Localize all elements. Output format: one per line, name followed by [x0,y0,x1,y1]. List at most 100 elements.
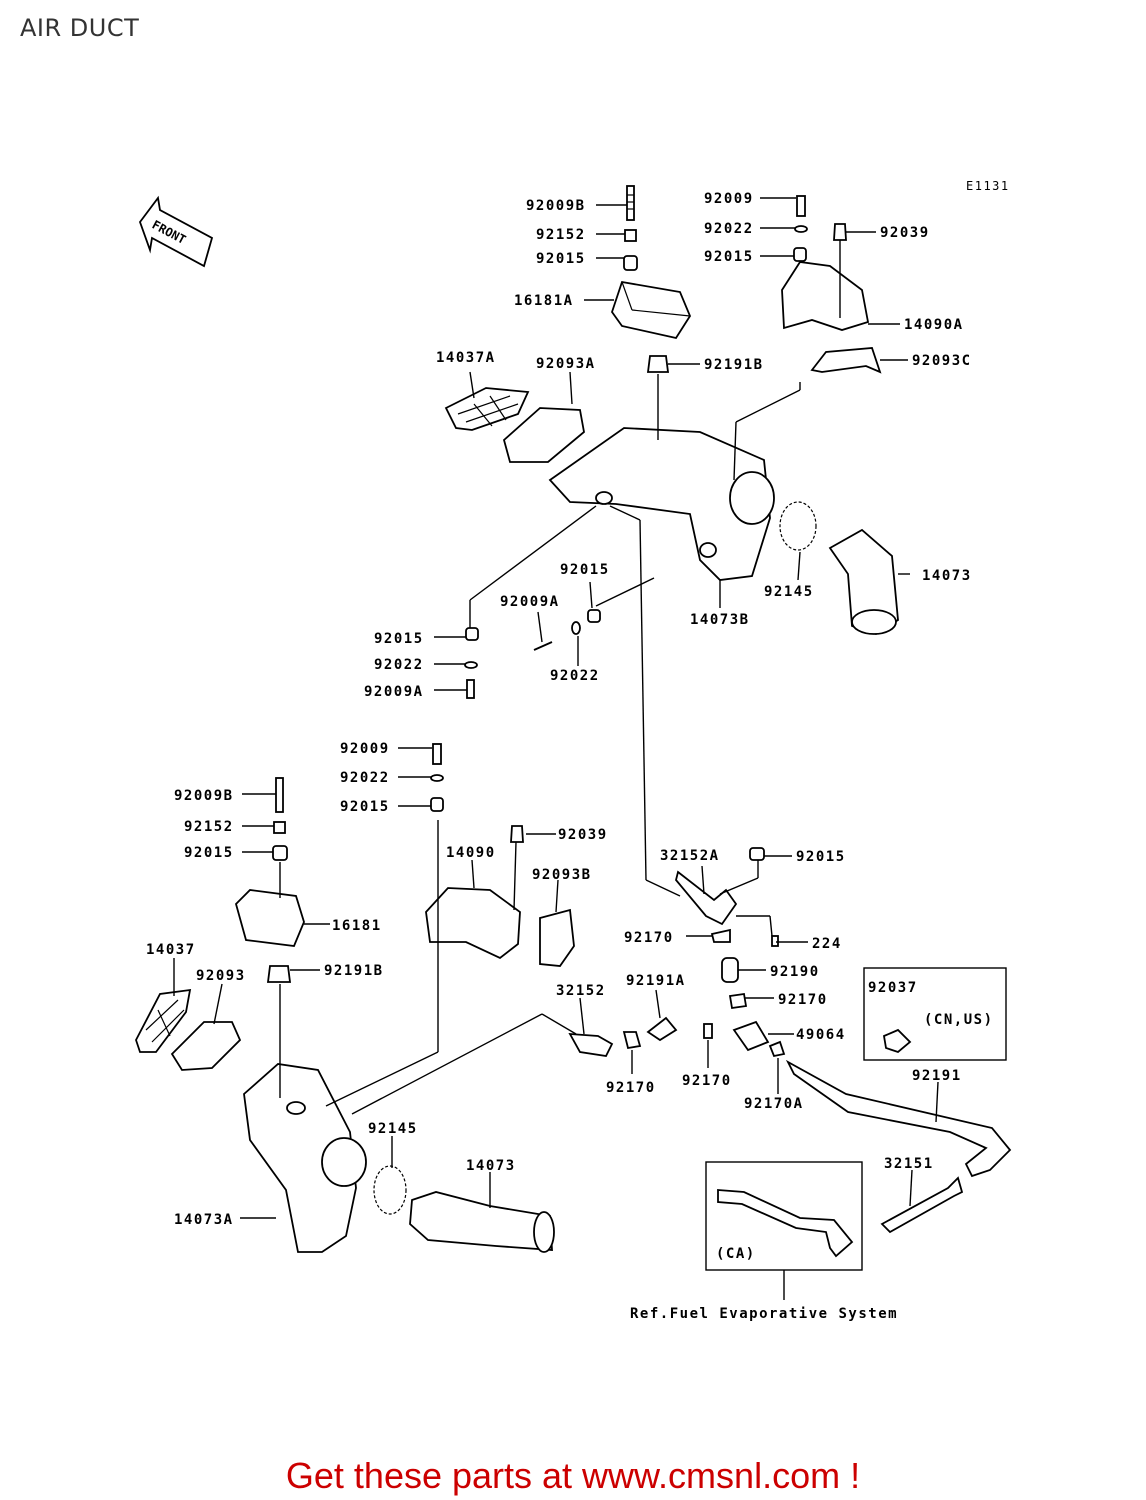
callout-92015-bl[interactable]: 92015 [340,799,390,815]
callout-92191b-bl[interactable]: 92191B [324,963,384,979]
grommet-92191b-top-icon[interactable] [646,355,670,373]
callout-14090a[interactable]: 14090A [904,317,964,333]
callout-32152[interactable]: 32152 [556,983,606,999]
callout-92009b-top[interactable]: 92009B [526,198,586,214]
seal-92093c-icon[interactable] [810,347,882,374]
callout-92022-mid[interactable]: 92022 [550,668,600,684]
callout-92009-tr[interactable]: 92009 [704,191,754,207]
callout-92170a[interactable]: 92170A [744,1096,804,1112]
cover-16181-icon[interactable] [234,889,305,947]
callout-49064[interactable]: 49064 [796,1027,846,1043]
hose-92191a-icon[interactable] [646,1016,678,1042]
bolt-92009-bl-icon[interactable] [432,743,442,765]
callout-92015-tr[interactable]: 92015 [704,249,754,265]
callout-14037[interactable]: 14037 [146,942,196,958]
bolt-92009b-top-icon[interactable] [626,185,635,221]
callout-92093b[interactable]: 92093B [532,867,592,883]
nut-92039-bl-icon[interactable] [510,825,524,843]
callout-92191[interactable]: 92191 [912,1068,962,1084]
callout-16181a[interactable]: 16181A [514,293,574,309]
oring-92145-bl-icon[interactable] [373,1165,407,1215]
screw-224-icon[interactable] [771,935,779,947]
bolt-92009-tr-icon[interactable] [796,195,806,217]
filter-14037a-icon[interactable] [444,387,530,431]
cover-16181a-icon[interactable] [611,280,692,340]
callout-92170-a[interactable]: 92170 [624,930,674,946]
callout-92093c[interactable]: 92093C [912,353,972,369]
callout-16181[interactable]: 16181 [332,918,382,934]
hose-92191-icon[interactable] [785,1059,1012,1178]
seal-92093-icon[interactable] [170,1021,242,1071]
pipe-32152a-icon[interactable] [675,870,738,926]
callout-92037[interactable]: 92037 [868,980,918,996]
nut-92039-tr-icon[interactable] [833,223,847,241]
hose-14073-bl-icon[interactable] [409,1191,553,1251]
callout-92190[interactable]: 92190 [770,964,820,980]
grommet-92015-bl2-icon[interactable] [272,845,288,861]
washer-92022-tr-icon[interactable] [794,225,808,233]
callout-92191a[interactable]: 92191A [626,973,686,989]
cover-14090a-icon[interactable] [781,261,870,331]
callout-14073a[interactable]: 14073A [174,1212,234,1228]
footer-promo[interactable]: Get these parts at www.cmsnl.com ! [285,1455,861,1496]
callout-92009a-mid[interactable]: 92009A [500,594,560,610]
callout-92145-top[interactable]: 92145 [764,584,814,600]
clamp-92170a-icon[interactable] [768,1040,786,1058]
callout-92039-tr[interactable]: 92039 [880,225,930,241]
clamp-92170-c-icon[interactable] [622,1031,642,1050]
callout-92191b-top[interactable]: 92191B [704,357,764,373]
grommet-92015-left-icon[interactable] [465,627,479,641]
washer-92022-mid-icon[interactable] [571,621,581,635]
callout-92093[interactable]: 92093 [196,968,246,984]
bolt-92009a-left-icon[interactable] [466,679,475,699]
pipe-32151-icon[interactable] [880,1176,964,1234]
cover-14090-icon[interactable] [425,887,521,960]
grommet-92015-top-icon[interactable] [623,255,638,271]
grommet-92015-bl-icon[interactable] [430,797,444,812]
grommet-92015-mid-icon[interactable] [587,609,601,623]
callout-92009-bl[interactable]: 92009 [340,741,390,757]
callout-14073b[interactable]: 14073B [690,612,750,628]
seal-92093b-icon[interactable] [539,908,575,967]
collar-92152-top-icon[interactable] [624,229,637,242]
callout-92170-d[interactable]: 92170 [682,1073,732,1089]
callout-92152-bl[interactable]: 92152 [184,819,234,835]
callout-92009b-bl[interactable]: 92009B [174,788,234,804]
collar-92152-bl-icon[interactable] [273,821,286,834]
bolt-92009b-bl-icon[interactable] [275,777,284,813]
callout-32151[interactable]: 32151 [884,1156,934,1172]
grommet-92015-r-icon[interactable] [749,847,765,861]
valve-49064-icon[interactable] [732,1020,770,1052]
bolt-92009a-mid-icon[interactable] [533,641,553,651]
callout-14073-top[interactable]: 14073 [922,568,972,584]
callout-92022-left[interactable]: 92022 [374,657,424,673]
callout-224[interactable]: 224 [812,936,842,952]
callout-14037a[interactable]: 14037A [436,350,496,366]
callout-92015-mid[interactable]: 92015 [560,562,610,578]
clamp-92037-icon[interactable] [882,1028,912,1054]
duct-14073a-icon[interactable] [243,1063,357,1253]
callout-92145-bl[interactable]: 92145 [368,1121,418,1137]
callout-92170-c[interactable]: 92170 [606,1080,656,1096]
callout-92093a[interactable]: 92093A [536,356,596,372]
clamp-92170-a-icon[interactable] [710,928,731,943]
grommet-92015-tr-icon[interactable] [793,247,807,262]
callout-14073-bl[interactable]: 14073 [466,1158,516,1174]
hose-92190-icon[interactable] [721,957,739,983]
callout-32152a[interactable]: 32152A [660,848,720,864]
oring-92145-top-icon[interactable] [779,501,817,551]
callout-14090[interactable]: 14090 [446,845,496,861]
clamp-92170-d-icon[interactable] [703,1023,713,1039]
callout-92015-left[interactable]: 92015 [374,631,424,647]
grommet-92191b-bl-icon[interactable] [266,965,292,983]
washer-92022-bl-icon[interactable] [430,774,444,782]
callout-92170-b[interactable]: 92170 [778,992,828,1008]
callout-92009a-left[interactable]: 92009A [364,684,424,700]
callout-92015-bl2[interactable]: 92015 [184,845,234,861]
washer-92022-left-icon[interactable] [464,661,478,669]
clamp-92170-b-icon[interactable] [728,992,748,1010]
callout-92015-top[interactable]: 92015 [536,251,586,267]
callout-92022-tr[interactable]: 92022 [704,221,754,237]
callout-92152-top[interactable]: 92152 [536,227,586,243]
pipe-32152-icon[interactable] [568,1032,614,1057]
